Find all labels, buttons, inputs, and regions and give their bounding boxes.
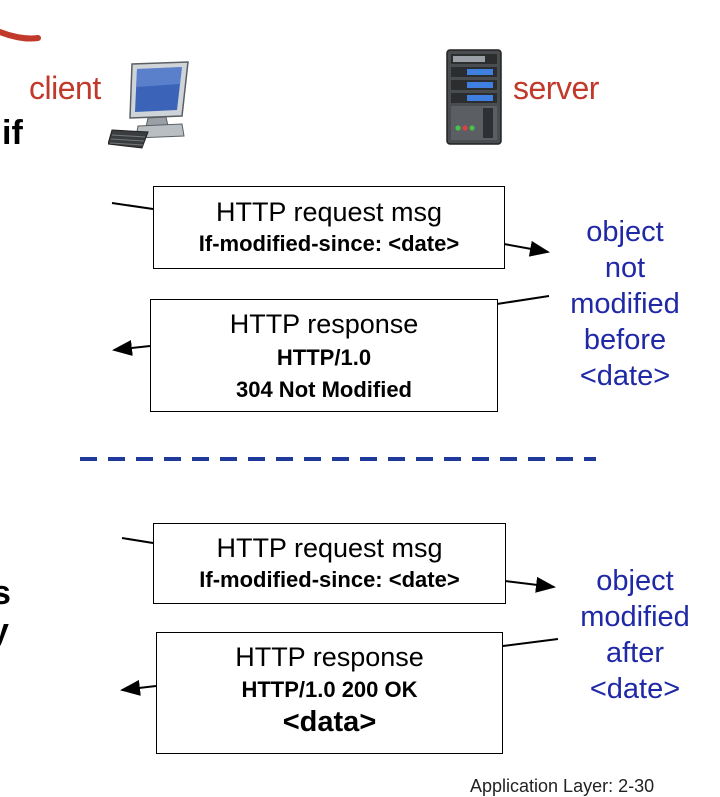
note-line: not (604, 252, 646, 284)
response-body: <data> (282, 706, 377, 739)
server-tower-icon (446, 49, 502, 145)
request-box-not-modified: HTTP request msg If-modified-since: <dat… (153, 186, 505, 269)
response2-line-in (502, 638, 559, 647)
footer-slide-label: Application Layer: 2-30 (470, 776, 655, 796)
request2-arrow-out (504, 576, 556, 593)
response1-arrow-out (112, 340, 151, 356)
left-edge-fragment-if: if (2, 114, 23, 152)
response2-arrow-out (120, 679, 157, 696)
left-edge-fragment-s: s (0, 574, 11, 612)
server-label: server (513, 70, 599, 106)
note-line: modified (580, 601, 690, 633)
response-box-modified: HTTP response HTTP/1.0 200 OK <data> (156, 632, 503, 754)
response-title: HTTP response (235, 642, 424, 672)
left-edge-fragment-y: y (0, 612, 9, 651)
request1-arrow-out (503, 240, 550, 257)
red-stroke (0, 29, 41, 42)
note-line: object (586, 216, 664, 248)
response-status: 304 Not Modified (235, 377, 412, 403)
request-title: HTTP request msg (216, 533, 443, 563)
server-note-modified: object modified after <date> (567, 563, 703, 707)
response-box-not-modified: HTTP response HTTP/1.0 304 Not Modified (150, 299, 498, 412)
response-version: HTTP/1.0 (276, 345, 372, 371)
note-line: <date> (579, 360, 671, 392)
server-note-not-modified: object not modified before <date> (555, 214, 695, 394)
note-line: after (605, 637, 665, 669)
note-line: before (583, 324, 667, 356)
request-header: If-modified-since: <date> (199, 567, 460, 593)
response-title: HTTP response (229, 309, 419, 339)
desktop-computer-icon (108, 61, 189, 149)
request-title: HTTP request msg (215, 197, 443, 227)
response1-line-in (496, 295, 550, 305)
note-line: <date> (589, 673, 681, 705)
response-status-line: HTTP/1.0 200 OK (241, 677, 418, 703)
note-line: modified (570, 288, 680, 320)
client-label: client (29, 70, 101, 106)
request-box-modified: HTTP request msg If-modified-since: <dat… (153, 523, 506, 604)
request2-line-in (121, 537, 154, 544)
note-line: object (596, 565, 674, 597)
request-header: If-modified-since: <date> (198, 231, 460, 257)
request1-line-in (111, 202, 154, 210)
